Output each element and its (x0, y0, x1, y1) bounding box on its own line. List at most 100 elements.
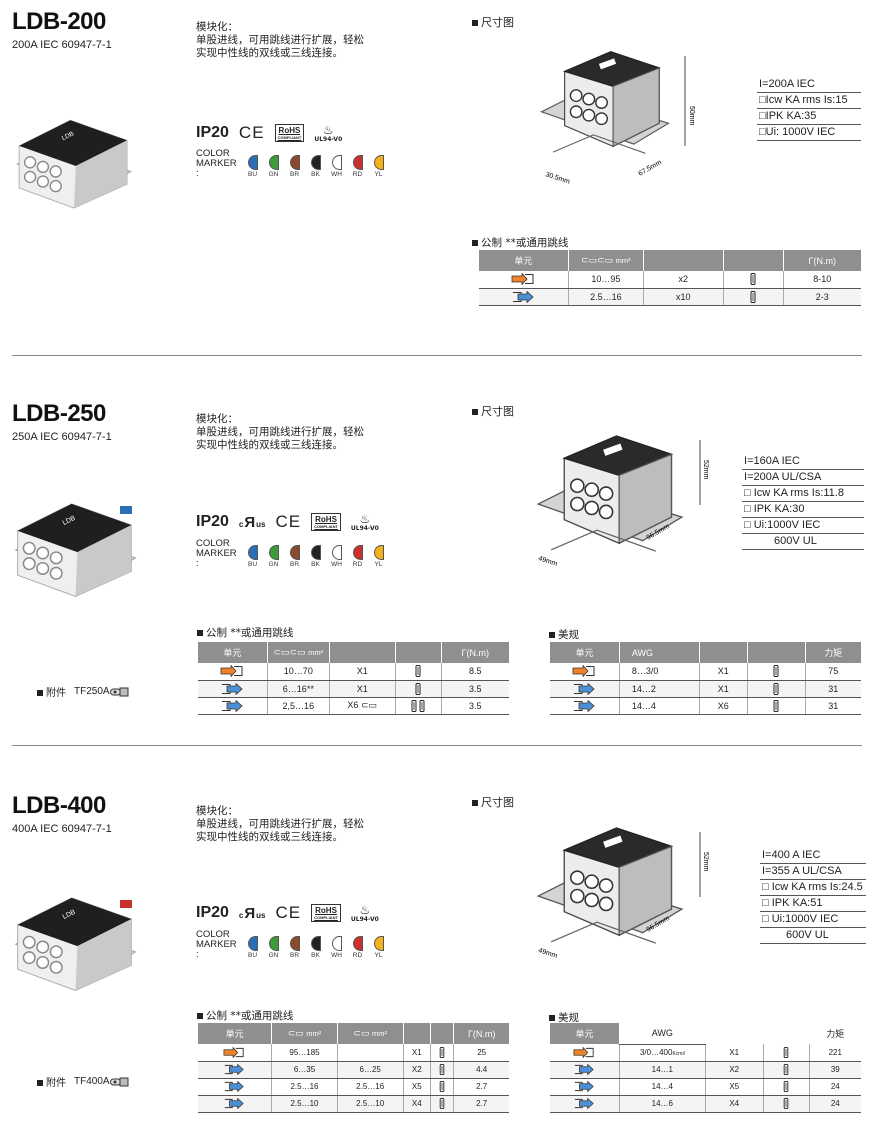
dimension-title: 尺寸图 (472, 794, 514, 810)
ip20-icon: IP20 (196, 904, 229, 921)
marker-bk: BK (307, 936, 324, 960)
ferrule-icon (439, 1064, 445, 1075)
branch-arrow-icon (220, 683, 244, 695)
jumper-icon: ⊂▭ (360, 700, 377, 710)
blue-end-cap-icon (118, 123, 130, 129)
svg-text:52mm: 52mm (702, 852, 709, 872)
branch-arrow-icon (220, 700, 244, 712)
ce-icon: CE (238, 123, 265, 142)
metric-table-title: 公制 **或通用跳线 (197, 625, 293, 640)
description: 模块化： 单股进线，可用跳线进行扩展，轻松 实现中性线的双线或三线连接。 (196, 21, 364, 59)
bullet-icon (472, 800, 478, 806)
wire-icon: ⊂▭ (353, 1028, 370, 1039)
section-ldb400: LDB-400 400A IEC 60947-7-1 模块化： 单股进线，可用跳… (0, 784, 878, 1130)
svg-text:50mm: 50mm (688, 106, 695, 126)
marker-rd: RD (349, 936, 366, 960)
blue-end-cap-icon (120, 506, 132, 514)
wire-icon: ⊂▭⊂▭ (273, 647, 306, 658)
svg-text:52mm: 52mm (702, 460, 709, 480)
cable-lug-icon (110, 1077, 132, 1087)
model-title: LDB-200 (12, 8, 106, 35)
dimension-drawing: 50mm 67.5mm 30.5mm (540, 51, 695, 186)
wire-icon: ⊂▭⊂▭ (581, 255, 614, 266)
svg-text:67.5mm: 67.5mm (638, 159, 664, 178)
bullet-icon (197, 630, 203, 636)
product-photo (14, 897, 137, 992)
marker-wh: WH (328, 155, 345, 179)
flame-icon: ♨UL94-V0 (350, 902, 379, 923)
marker-bk: BK (307, 545, 324, 569)
spec-list: I=160A IEC I=200A UL/CSA □ Icw KA rms Is… (742, 454, 864, 550)
bullet-icon (549, 632, 555, 638)
ferrule-icon (415, 665, 421, 677)
marker-br: BR (286, 545, 303, 569)
branch-arrow-icon (572, 1064, 596, 1075)
ce-icon: CE (275, 512, 302, 531)
wire-icon: ⊂▭ (287, 1028, 304, 1039)
branch-arrow-icon (572, 1081, 596, 1092)
rating: 400A IEC 60947-7-1 (12, 823, 112, 835)
ferrule-icon (439, 1098, 445, 1109)
ferrule-icon (773, 665, 779, 677)
metric-table-title: 公制 **或通用跳线 (472, 235, 568, 250)
ferrule-icon (750, 273, 756, 285)
rating: 200A IEC 60947-7-1 (12, 39, 112, 51)
main-line-arrow-icon (220, 665, 244, 677)
ferrule-icon (750, 291, 756, 303)
bullet-icon (472, 240, 478, 246)
svg-text:49mm: 49mm (537, 947, 558, 960)
us-table-title: 美规 (549, 627, 579, 642)
svg-text:30.5mm: 30.5mm (544, 171, 570, 186)
marker-yl: YL (370, 936, 387, 960)
us-table-title: 美规 (549, 1010, 579, 1025)
marker-bu: BU (244, 936, 261, 960)
marker-rd: RD (349, 545, 366, 569)
product-photo (16, 119, 132, 209)
description: 模块化： 单股进线，可用跳线进行扩展，轻松 实现中性线的双线或三线连接。 (196, 413, 364, 451)
ferrule-icon (773, 700, 779, 712)
branch-arrow-icon (511, 291, 535, 303)
flame-icon: ♨UL94-V0 (314, 122, 343, 143)
jumper-pin-icon (419, 700, 425, 712)
branch-arrow-icon (572, 683, 596, 695)
model-title: LDB-400 (12, 792, 106, 819)
spec-list: I=400 A IEC I=355 A UL/CSA □ Icw KA rms … (760, 848, 866, 944)
bullet-icon (197, 1013, 203, 1019)
ferrule-icon (783, 1081, 789, 1092)
dimension-drawing: 52mm 96.5mm 49mm (537, 435, 709, 568)
ferrule-icon (773, 683, 779, 695)
spec-list: I=200A IEC □Icw KA rms Is:15 □IPK KA:35 … (757, 77, 861, 141)
ferrule-icon (439, 1047, 445, 1058)
ferrule-icon (783, 1064, 789, 1075)
ip20-icon: IP20 (196, 513, 229, 530)
product-photo (14, 503, 137, 598)
main-line-arrow-icon (511, 273, 535, 285)
divider (12, 355, 862, 356)
marker-br: BR (286, 155, 303, 179)
marker-gn: GN (265, 545, 282, 569)
dimension-title: 尺寸图 (472, 403, 514, 419)
